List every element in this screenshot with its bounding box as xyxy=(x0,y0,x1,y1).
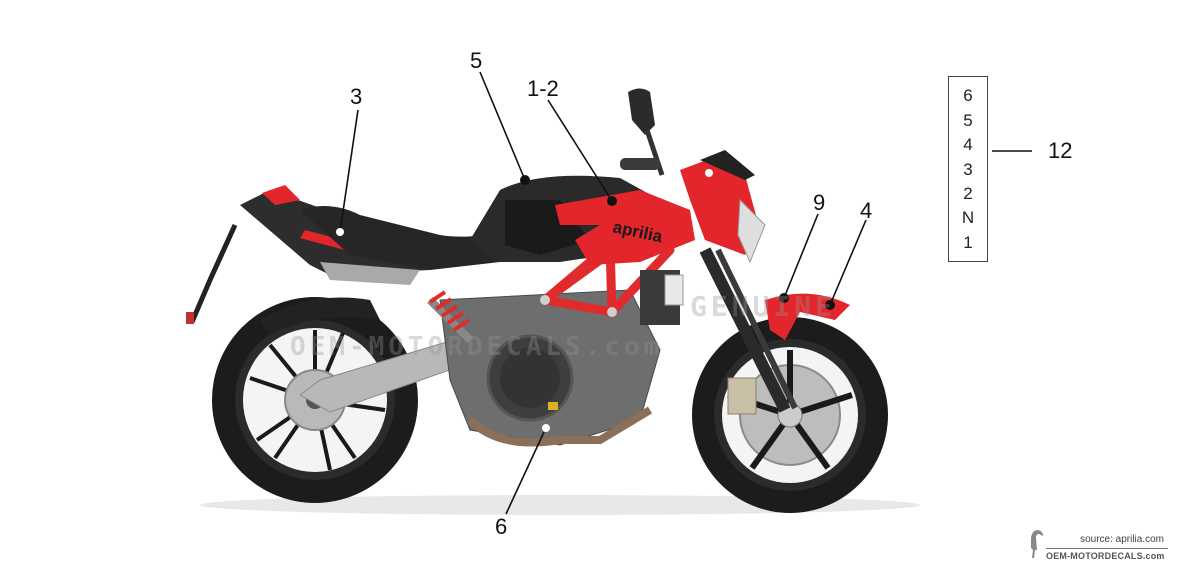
brand-text: OEM-MOTORDECALS.com xyxy=(1046,551,1165,561)
gear-3: 3 xyxy=(963,159,973,179)
leader-dots xyxy=(336,169,835,432)
tank-side-panel: aprilia xyxy=(555,190,695,265)
mirror xyxy=(620,88,665,176)
gear-n: N xyxy=(961,208,975,228)
callout-5: 5 xyxy=(470,48,483,73)
source-text: source: aprilia.com xyxy=(1080,534,1164,545)
callout-4: 4 xyxy=(860,198,873,223)
watermark-genuine: GENUINE xyxy=(690,290,837,323)
gear-5: 5 xyxy=(963,110,973,130)
footer-divider xyxy=(1046,548,1168,549)
source-credit: source: aprilia.com OEM-MOTORDECALS.com xyxy=(1024,528,1174,564)
gear-6: 6 xyxy=(963,86,973,106)
pelican-logo-icon xyxy=(1031,530,1043,558)
callout-3: 3 xyxy=(350,84,363,109)
gear-2: 2 xyxy=(963,183,973,203)
callout-1-2: 1-2 xyxy=(527,76,559,101)
callout-12: 12 xyxy=(1048,138,1073,163)
callout-6: 6 xyxy=(495,514,508,539)
rear-shock xyxy=(427,290,473,343)
leader-lines xyxy=(339,71,1032,515)
gear-indicator-decal: 6 5 4 3 2 N 1 xyxy=(948,76,988,262)
headlight-fairing xyxy=(680,150,766,264)
gear-1: 1 xyxy=(963,232,973,252)
engine xyxy=(439,289,661,447)
front-wheel xyxy=(692,317,888,513)
front-fork xyxy=(699,247,798,413)
watermark-domain: OEM-MOTORDECALS.com xyxy=(290,332,664,362)
callout-9: 9 xyxy=(813,190,826,215)
gear-4: 4 xyxy=(963,135,973,155)
